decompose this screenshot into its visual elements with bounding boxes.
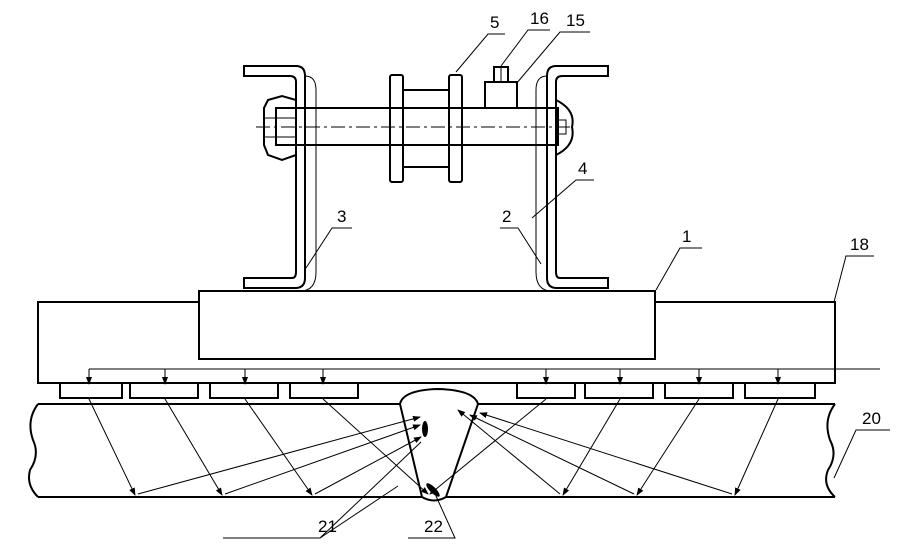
leader-15: [515, 31, 590, 85]
right-shaft-slot: [556, 119, 567, 135]
left-nut: [263, 94, 297, 162]
label-22: 22: [424, 517, 443, 536]
transducer-element: [516, 382, 576, 399]
label-5: 5: [490, 13, 499, 32]
ray: [469, 414, 635, 495]
ray: [636, 398, 700, 496]
label-20: 20: [862, 409, 881, 428]
set-screw-collar: [484, 81, 518, 109]
right-bracket: [546, 65, 609, 289]
transducer-element: [129, 382, 199, 399]
ray: [322, 398, 429, 495]
label-3: 3: [337, 207, 346, 226]
ultrasonic-ray-paths: [88, 398, 779, 496]
transducer-element: [664, 382, 734, 399]
label-2: 2: [502, 207, 511, 226]
leader-20: [833, 429, 890, 479]
defect-pore: [422, 421, 428, 437]
transducer-array: [59, 382, 816, 399]
ray: [137, 415, 421, 495]
left-bracket-inner: [299, 75, 317, 292]
ray: [734, 398, 779, 496]
label-18: 18: [850, 235, 869, 254]
ray: [164, 398, 223, 496]
label-16: 16: [530, 9, 549, 28]
leader-22: [408, 495, 456, 539]
leader-18: [833, 255, 874, 303]
ray: [562, 398, 621, 496]
leader-1: [655, 247, 702, 291]
workpiece-plate: [28, 403, 836, 498]
leader-5: [455, 33, 505, 73]
transducer-element: [289, 382, 359, 399]
ray: [429, 398, 547, 495]
right-bracket-inner: [535, 75, 553, 292]
leader-21b: [319, 485, 399, 539]
ray: [479, 412, 733, 495]
roller-body: [402, 89, 450, 168]
wedge-block: [198, 290, 656, 360]
label-4: 4: [578, 159, 587, 178]
left-bracket: [243, 65, 306, 289]
ray: [88, 398, 136, 496]
label-1: 1: [682, 227, 691, 246]
defect-crack: [426, 483, 440, 497]
transducer-element: [209, 382, 279, 399]
ray: [244, 398, 313, 496]
ray: [314, 436, 422, 495]
ray: [457, 409, 561, 495]
ray: [224, 424, 421, 495]
transducer-element: [744, 382, 816, 399]
leader-16: [500, 29, 550, 67]
leader-lines: [223, 29, 890, 539]
leader-4: [531, 179, 594, 219]
left-flange: [389, 74, 404, 183]
base-plate: [37, 301, 836, 384]
leader-3: [305, 227, 352, 269]
right-shaft-cap: [555, 99, 574, 156]
leader-2: [500, 227, 542, 265]
transducer-element: [584, 382, 654, 399]
weld-seam: [398, 387, 480, 502]
transducer-element: [59, 382, 123, 399]
label-15: 15: [566, 11, 585, 30]
signal-feed: [86, 368, 880, 385]
label-21: 21: [318, 517, 337, 536]
right-flange: [448, 74, 463, 183]
